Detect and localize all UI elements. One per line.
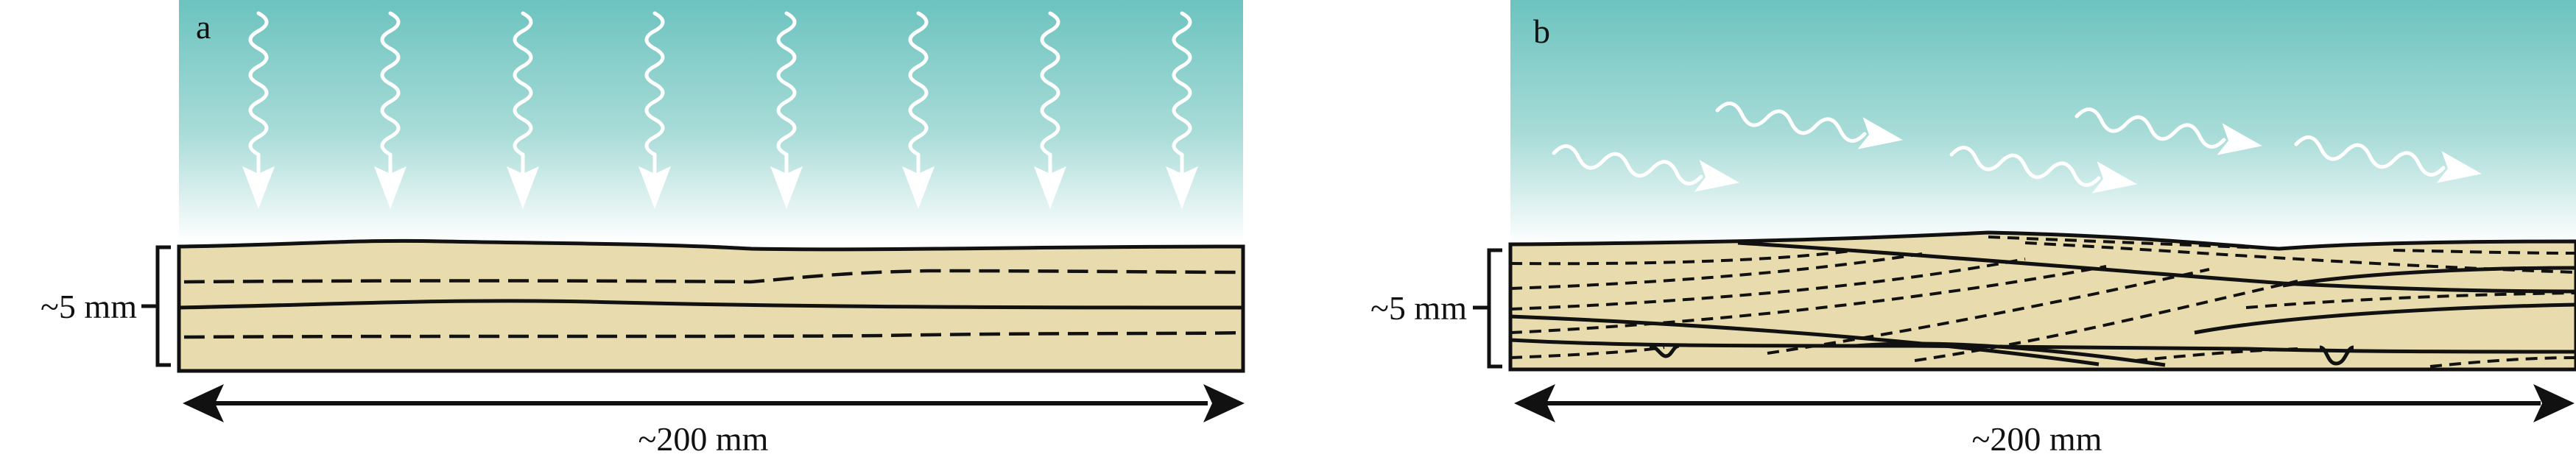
panel-b-lamina-dashed-1 [1510, 249, 1857, 266]
panel-b-lamina-dashed-13 [2135, 347, 2298, 362]
radiation-wavy-arrow-icon [380, 11, 401, 174]
radiation-arrowhead-icon [770, 166, 803, 209]
radiation-wavy-arrow-icon [2074, 107, 2226, 149]
panel-a-lamina-dashed-upper [183, 269, 1244, 284]
panel-b-length-arrowhead-right [2533, 384, 2575, 422]
panel-a-lamina-dashed-lower [183, 330, 1244, 339]
panel-b-lamina-solid-1 [1737, 241, 2576, 294]
radiation-wavy-arrow-icon [513, 11, 533, 174]
panel-b-scour-2 [2319, 345, 2354, 366]
panel-a-length-arrowhead-right [1203, 384, 1245, 422]
panel-b-lamina-dashed-12 [2429, 356, 2576, 368]
radiation-arrowhead-icon [242, 166, 275, 209]
radiation-wavy-arrow-icon [1949, 146, 2101, 187]
panel-a: a ~5 mm ~200 mm [41, 0, 1245, 457]
radiation-arrowhead-icon [638, 166, 671, 209]
radiation-wavy-arrow-icon [248, 11, 269, 174]
panel-a-sky [179, 0, 1243, 243]
radiation-wavy-arrow-icon [2294, 135, 2446, 177]
panel-b: b ~5 mm ~200 mm [1370, 0, 2576, 457]
panel-a-lamina-solid [178, 299, 1244, 310]
panel-b-lamina-dashed-9 [1988, 235, 2284, 250]
panel-b-lamina-dashed-6 [1767, 268, 2210, 355]
panel-b-lamina-dashed-7 [1914, 280, 2298, 362]
panel-b-thickness-bracket [1487, 248, 1502, 369]
panel-b-lamina-dashed-2 [1510, 252, 1923, 290]
panel-b-length-arrowhead-left [1514, 384, 1555, 422]
panel-b-label: b [1533, 13, 1550, 50]
panel-a-radiation-arrows [242, 11, 1198, 209]
radiation-wavy-arrow-icon [776, 11, 797, 174]
radiation-wavy-arrow-icon [1715, 102, 1867, 143]
panel-b-lamina-solid-3 [1510, 338, 2576, 354]
radiation-arrowhead-icon [1166, 166, 1198, 209]
panel-b-thickness-label: ~5 mm [1370, 289, 1467, 327]
panel-a-length-label: ~200 mm [638, 420, 769, 457]
radiation-arrowhead-icon [1857, 117, 1903, 149]
panel-b-radiation-arrows [1552, 102, 2482, 194]
radiation-wavy-arrow-icon [1040, 11, 1060, 174]
panel-a-thickness-bracket [155, 245, 171, 367]
radiation-arrowhead-icon [2091, 161, 2137, 194]
radiation-arrowhead-icon [1694, 160, 1739, 192]
panel-b-sky [1510, 0, 2576, 247]
panel-b-lamina-dashed-10 [2245, 291, 2576, 309]
panel-b-lamina-dashed-4 [1510, 265, 2107, 334]
panel-b-lamina-dashed-8 [2024, 241, 2576, 274]
radiation-wavy-arrow-icon [1172, 11, 1192, 174]
panel-b-lamina-dashed-3 [1510, 258, 2026, 311]
panel-b-lamina-dashed-11 [2393, 249, 2576, 255]
panel-b-length-label: ~200 mm [1972, 420, 2102, 457]
panel-b-lamina-solid-6 [1855, 341, 2166, 367]
radiation-arrowhead-icon [2217, 123, 2262, 155]
panel-b-lamina-solid-5 [2194, 302, 2576, 335]
radiation-wavy-arrow-icon [908, 11, 929, 174]
radiation-wavy-arrow-icon [1552, 144, 1703, 185]
panel-b-lamina-solid-4 [1510, 314, 2100, 366]
radiation-arrowhead-icon [1034, 166, 1066, 209]
panel-a-length-arrowhead-left [183, 384, 224, 422]
panel-a-label: a [196, 8, 211, 46]
radiation-arrowhead-icon [2436, 151, 2482, 183]
panel-b-lamina-dashed-5 [1510, 346, 1665, 359]
radiation-arrowhead-icon [902, 166, 935, 209]
panel-b-lamina-solid-2 [2282, 266, 2576, 288]
radiation-wavy-arrow-icon [644, 11, 665, 174]
radiation-arrowhead-icon [374, 166, 407, 209]
radiation-arrowhead-icon [507, 166, 539, 209]
panel-a-thickness-label: ~5 mm [41, 288, 137, 325]
